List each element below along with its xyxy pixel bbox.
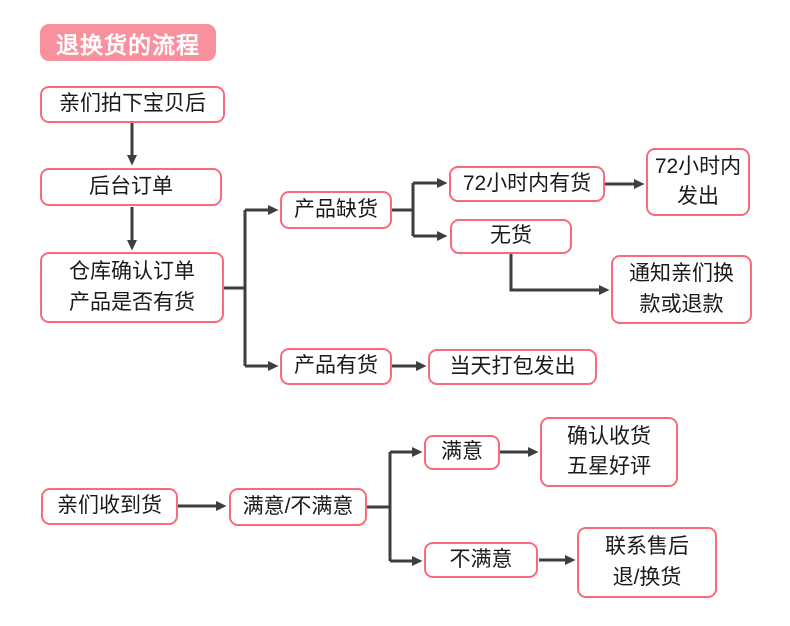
- node-goods-received: 亲们收到货: [41, 488, 178, 525]
- node-in-stock: 产品有货: [280, 348, 392, 385]
- node-order-placed: 亲们拍下宝贝后: [40, 86, 225, 123]
- node-confirm-receipt-review: 确认收货 五星好评: [540, 417, 678, 487]
- node-out-of-stock: 产品缺货: [280, 191, 392, 229]
- node-backend-order: 后台订单: [40, 168, 222, 206]
- node-ship-within-72h: 72小时内 发出: [646, 148, 750, 216]
- node-notify-exchange-refund: 通知亲们换 款或退款: [611, 255, 752, 324]
- node-warehouse-check: 仓库确认订单 产品是否有货: [40, 252, 224, 323]
- node-unsatisfied: 不满意: [424, 542, 538, 578]
- node-no-stock: 无货: [450, 219, 572, 254]
- node-same-day-ship: 当天打包发出: [428, 349, 597, 385]
- node-stock-within-72h: 72小时内有货: [449, 166, 605, 202]
- node-contact-aftersales: 联系售后 退/换货: [577, 527, 717, 598]
- flowchart-title-badge: 退换货的流程: [40, 24, 216, 61]
- node-satisfied-or-not: 满意/不满意: [229, 488, 367, 526]
- node-satisfied: 满意: [424, 435, 500, 470]
